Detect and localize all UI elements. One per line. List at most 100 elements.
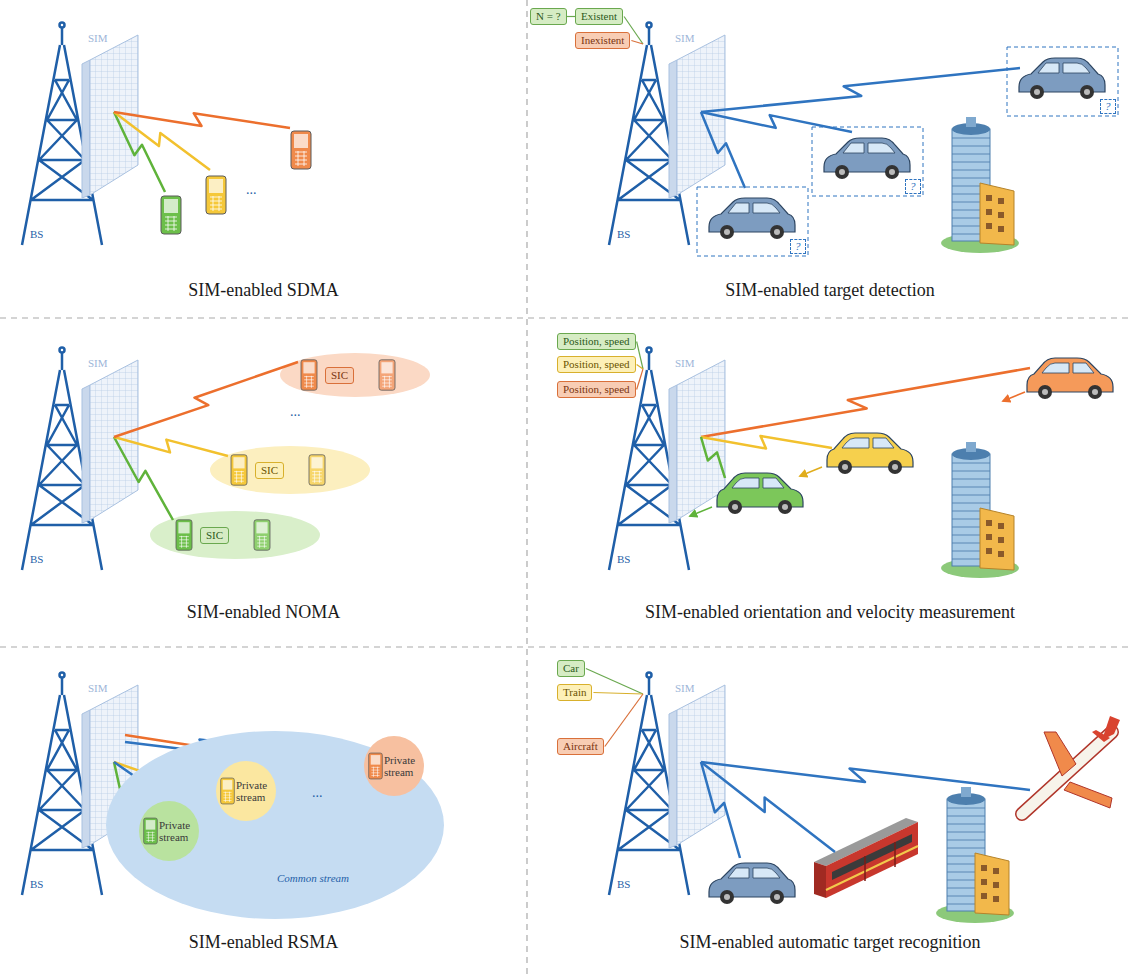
panel-caption: SIM-enabled orientation and velocity mea…	[527, 602, 1133, 623]
noma-cluster	[280, 353, 430, 397]
node-text: Existent	[581, 10, 617, 23]
signal-beam	[701, 368, 1030, 437]
noma-cluster	[176, 520, 192, 550]
ellipsis: ...	[290, 404, 301, 420]
target-box	[697, 47, 1118, 256]
node-text: Train	[563, 686, 586, 699]
noma-cluster	[210, 446, 370, 494]
label-box: Existent	[575, 8, 623, 25]
noma-cluster	[254, 520, 270, 550]
building	[936, 117, 1019, 923]
node-text: Private stream	[384, 754, 422, 778]
building	[936, 787, 1014, 923]
signal-beam	[114, 362, 298, 437]
sim-label: SIM	[675, 32, 695, 44]
noma-cluster	[150, 511, 320, 559]
sim-label: SIM	[675, 682, 695, 694]
vehicle	[709, 863, 795, 904]
private-stream-circle: Private stream	[138, 800, 200, 862]
signal-beam	[701, 112, 852, 132]
node-text: Private stream	[159, 819, 197, 843]
ellipse-outline	[106, 731, 444, 919]
sim-label: SIM	[675, 357, 695, 369]
target-box	[812, 127, 923, 196]
base-station-with-sim	[22, 23, 138, 246]
user-phone	[369, 753, 383, 779]
target-box	[1007, 47, 1118, 116]
circle-outline	[216, 761, 276, 821]
signal-beam	[114, 437, 173, 520]
bs-label: BS	[617, 553, 630, 565]
user-phone	[291, 131, 311, 169]
train	[814, 818, 918, 898]
aircraft	[1022, 716, 1120, 814]
node-text: Aircraft	[563, 740, 598, 753]
leader-line	[605, 694, 643, 747]
motion-arrow	[690, 507, 712, 516]
user-phone	[144, 818, 158, 844]
vehicle	[1019, 58, 1105, 99]
sim-label: SIM	[88, 32, 108, 44]
node-text: Inexistent	[581, 34, 624, 47]
vehicle	[1027, 358, 1113, 399]
node-text: ?	[910, 180, 916, 193]
motion-arrow	[800, 467, 822, 476]
label-box: SIC	[200, 527, 229, 544]
panel-caption: SIM-enabled target detection	[527, 280, 1133, 301]
vehicle	[824, 138, 910, 179]
label-box: N = ?	[530, 8, 567, 25]
panel-caption: SIM-enabled automatic target recognition	[527, 932, 1133, 953]
bs-label: BS	[30, 553, 43, 565]
node-text: SIC	[331, 369, 348, 382]
leader-line	[637, 342, 643, 370]
user-phone	[206, 176, 226, 214]
bs-label: BS	[30, 228, 43, 240]
label-box: Position, speed	[557, 381, 636, 398]
leader-line	[637, 369, 643, 390]
panel-caption: SIM-enabled NOMA	[0, 602, 527, 623]
node-text: Position, speed	[563, 358, 630, 371]
sim-label: SIM	[88, 357, 108, 369]
signal-beam	[114, 112, 165, 192]
signal-beam	[701, 437, 725, 478]
label-box: Inexistent	[575, 32, 630, 49]
bs-label: BS	[30, 878, 43, 890]
base-station-with-sim	[609, 23, 725, 246]
label-box: SIC	[255, 462, 284, 479]
label-box: SIC	[325, 367, 354, 384]
label-box: Position, speed	[557, 333, 636, 350]
node-text: ?	[1105, 100, 1111, 113]
label-box: Position, speed	[557, 356, 636, 373]
node-text: Car	[563, 662, 579, 675]
noma-cluster	[379, 360, 395, 390]
signal-beam	[114, 112, 290, 128]
motion-arrow	[1003, 392, 1025, 401]
node-text: Position, speed	[563, 335, 630, 348]
signal-beam	[114, 437, 228, 456]
vehicle	[709, 198, 795, 239]
sim-label: SIM	[88, 682, 108, 694]
node-text: Position, speed	[563, 383, 630, 396]
bs-label: BS	[617, 228, 630, 240]
user-phone	[161, 131, 311, 234]
unknown-mark: ?	[1100, 99, 1116, 114]
leader-line	[593, 693, 643, 695]
noma-cluster	[309, 455, 325, 485]
ellipsis: ...	[246, 182, 257, 198]
label-box: Aircraft	[557, 738, 604, 755]
signal-beam	[701, 436, 832, 449]
leader-line	[586, 669, 643, 695]
panel-caption: SIM-enabled RSMA	[0, 932, 527, 953]
panel-caption: SIM-enabled SDMA	[0, 280, 527, 301]
building	[941, 117, 1019, 253]
leader-line	[637, 365, 643, 370]
user-phone	[221, 778, 235, 804]
vehicle	[827, 433, 913, 474]
connector	[567, 16, 575, 17]
base-station-with-sim	[22, 348, 138, 571]
node-text: Common stream	[277, 872, 349, 884]
circle-outline	[139, 801, 199, 861]
signal-beam	[701, 112, 745, 188]
ellipsis: ...	[312, 785, 323, 801]
